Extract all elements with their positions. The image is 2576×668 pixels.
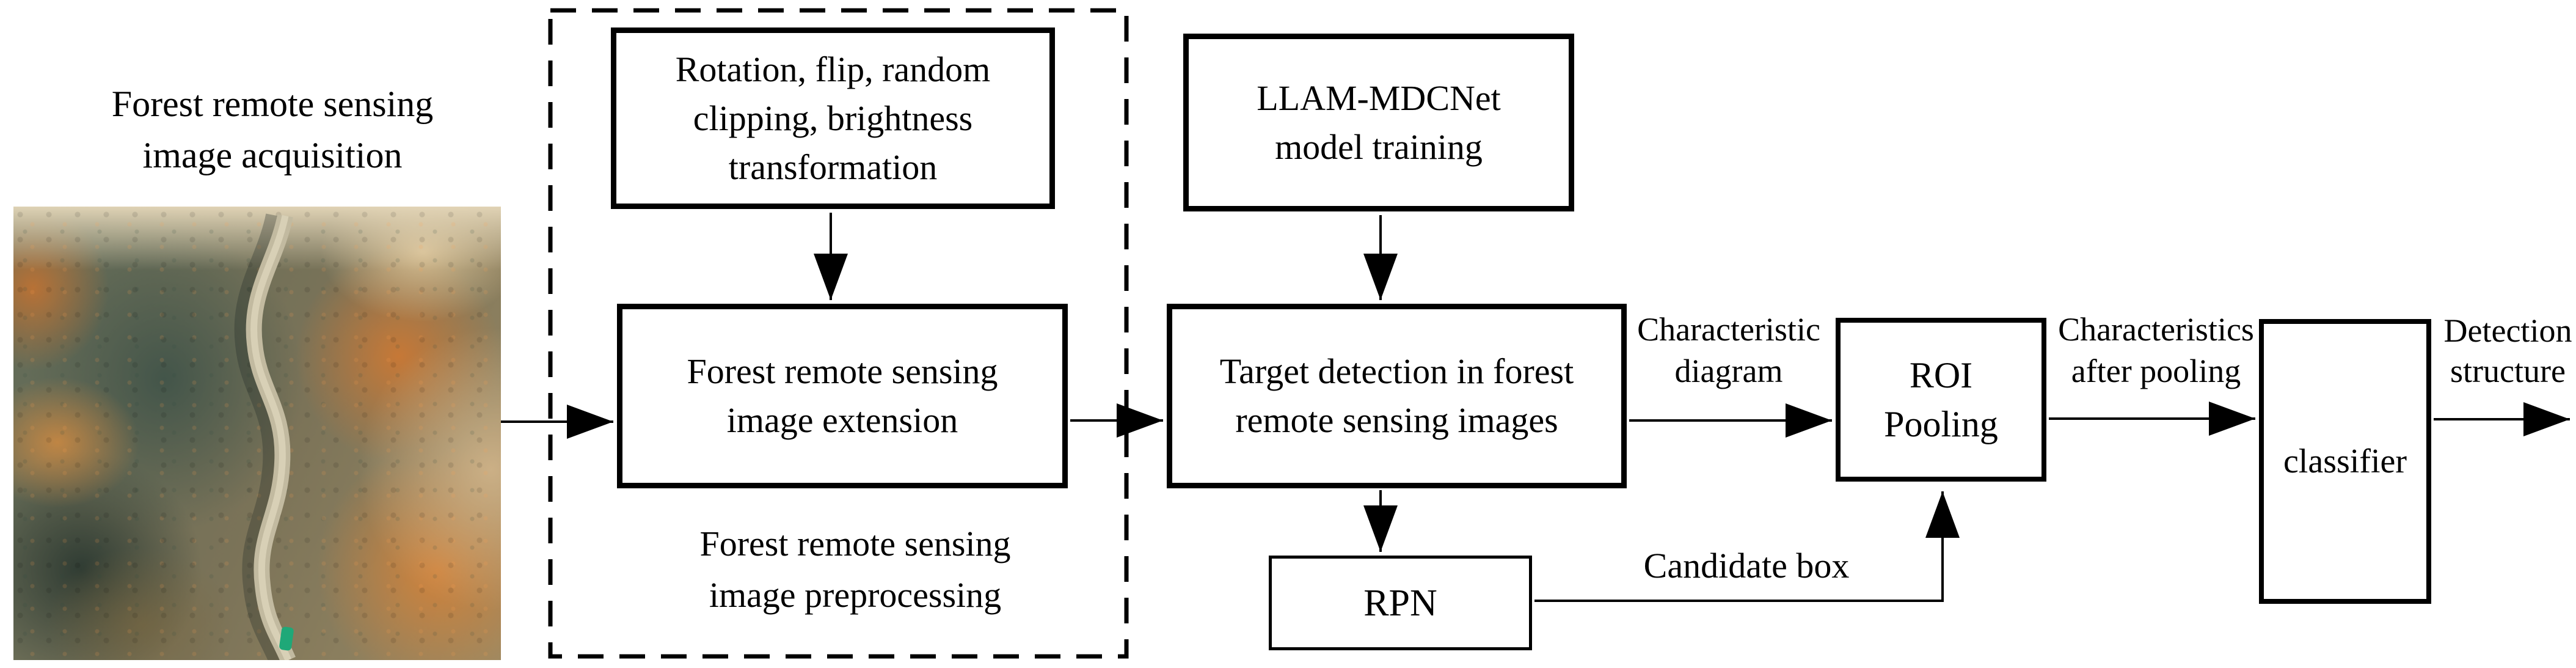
label-detection-structure: Detection structure	[2436, 310, 2576, 391]
preprocessing-dashed-container	[548, 8, 1129, 659]
box-classifier: classifier	[2259, 319, 2431, 604]
box-classifier-label: classifier	[2283, 442, 2407, 480]
box-augmentation-line3: transformation	[728, 147, 938, 187]
box-target-detection-line2: remote sensing images	[1235, 400, 1558, 440]
label-image-acquisition-line2: image acquisition	[142, 135, 403, 175]
box-augmentation: Rotation, flip, random clipping, brightn…	[611, 28, 1055, 209]
box-model-training: LLAM-MDCNet model training	[1183, 34, 1574, 211]
label-candidate-box-text: Candidate box	[1643, 546, 1850, 585]
green-bus	[279, 626, 294, 651]
road-shadow	[234, 213, 290, 660]
label-image-preprocessing-line2: image preprocessing	[709, 575, 1002, 615]
label-characteristic-diagram-line1: Characteristic	[1637, 311, 1820, 348]
label-image-preprocessing-line1: Forest remote sensing	[699, 524, 1011, 563]
box-roi-pooling-line1: ROI	[1909, 355, 1973, 395]
box-model-training-line2: model training	[1275, 127, 1483, 167]
label-detection-structure-line1: Detection	[2443, 312, 2572, 349]
photo-road-layer	[234, 213, 296, 660]
box-target-detection-line1: Target detection in forest	[1219, 351, 1574, 391]
arrow-rpn-to-roi-candidate	[1534, 491, 1960, 602]
box-image-extension: Forest remote sensing image extension	[617, 304, 1068, 488]
label-characteristic-diagram-line2: diagram	[1674, 353, 1783, 389]
box-rpn: RPN	[1269, 556, 1532, 650]
label-candidate-box: Candidate box	[1624, 546, 1869, 586]
box-augmentation-line1: Rotation, flip, random	[675, 49, 991, 89]
label-characteristics-after-pooling-line2: after pooling	[2071, 353, 2241, 389]
forest-aerial-photo	[13, 207, 501, 660]
label-image-acquisition: Forest remote sensing image acquisition	[59, 78, 486, 181]
label-image-acquisition-line1: Forest remote sensing	[111, 84, 434, 124]
box-target-detection: Target detection in forest remote sensin…	[1167, 304, 1627, 488]
box-model-training-line1: LLAM-MDCNet	[1257, 78, 1501, 118]
box-roi-pooling: ROI Pooling	[1836, 318, 2046, 482]
box-image-extension-line1: Forest remote sensing	[687, 351, 998, 391]
label-detection-structure-line2: structure	[2450, 353, 2566, 389]
road-center	[250, 215, 292, 660]
box-augmentation-line2: clipping, brightness	[693, 98, 973, 138]
box-image-extension-line2: image extension	[726, 400, 958, 440]
label-characteristics-after-pooling-line1: Characteristics	[2058, 311, 2254, 348]
label-characteristics-after-pooling: Characteristics after pooling	[2035, 309, 2277, 392]
box-rpn-label: RPN	[1363, 582, 1437, 624]
label-image-preprocessing: Forest remote sensing image preprocessin…	[641, 518, 1069, 621]
label-characteristic-diagram: Characteristic diagram	[1607, 309, 1851, 392]
box-roi-pooling-line2: Pooling	[1884, 404, 1998, 444]
